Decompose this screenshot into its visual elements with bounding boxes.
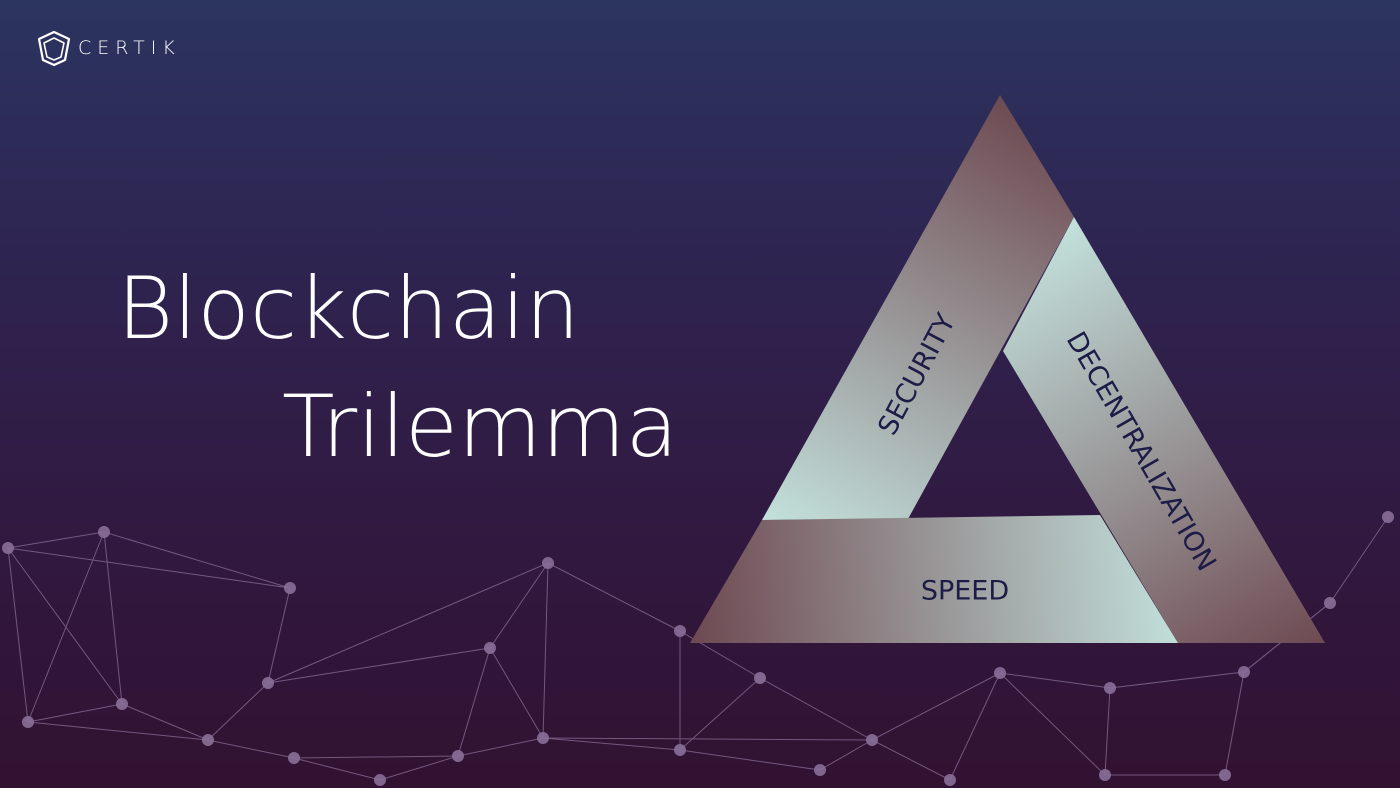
network-node <box>944 774 956 786</box>
network-node <box>542 557 554 569</box>
network-node <box>1324 597 1336 609</box>
network-node <box>866 734 878 746</box>
network-line <box>121 703 209 741</box>
network-line <box>27 703 123 723</box>
network-line <box>489 647 544 739</box>
network-node <box>814 764 826 776</box>
network-line <box>293 755 459 759</box>
network-node <box>1099 769 1111 781</box>
network-line <box>542 737 873 741</box>
network-line <box>103 531 123 705</box>
network-node <box>116 698 128 710</box>
network-line <box>7 547 123 705</box>
network-line <box>949 672 1001 781</box>
network-node <box>1238 666 1250 678</box>
speed-band <box>690 515 1178 643</box>
network-line <box>679 749 821 771</box>
page-title: Blockchain Trilemma <box>117 250 678 486</box>
network-line <box>103 531 291 589</box>
network-node <box>22 716 34 728</box>
network-node <box>1382 511 1394 523</box>
network-line <box>7 547 29 723</box>
network-node <box>754 672 766 684</box>
network-line <box>871 739 951 781</box>
network-line <box>27 531 105 723</box>
network-node <box>374 774 386 786</box>
network-node <box>288 752 300 764</box>
network-line <box>207 682 269 741</box>
network-node <box>1219 769 1231 781</box>
decentralization-band <box>1003 217 1325 643</box>
network-node <box>484 642 496 654</box>
network-line <box>542 737 681 751</box>
shield-icon <box>37 30 71 66</box>
network-line <box>267 562 549 684</box>
network-node <box>202 734 214 746</box>
network-line <box>999 672 1106 776</box>
title-line-1: Blockchain <box>117 259 580 359</box>
speed-label: SPEED <box>921 576 1009 607</box>
network-line <box>1104 687 1111 776</box>
certik-logo: CERTIK <box>36 30 181 66</box>
network-line <box>547 562 681 632</box>
network-node <box>994 667 1006 679</box>
network-line <box>871 672 1001 741</box>
network-line <box>457 647 491 757</box>
network-line <box>759 677 873 741</box>
network-line <box>267 587 291 684</box>
network-line <box>1109 671 1245 689</box>
network-line <box>679 677 761 751</box>
network-line <box>489 562 549 649</box>
network-node <box>98 526 110 538</box>
network-node <box>674 625 686 637</box>
brand-name: CERTIK <box>78 37 181 59</box>
network-node <box>2 542 14 554</box>
network-line <box>819 739 873 771</box>
network-line <box>999 672 1111 689</box>
title-line-2: Trilemma <box>282 377 679 477</box>
network-line <box>27 721 209 741</box>
network-node <box>674 744 686 756</box>
network-line <box>267 647 491 684</box>
network-node <box>452 750 464 762</box>
network-node <box>1104 682 1116 694</box>
network-line <box>457 737 544 757</box>
network-line <box>1224 671 1245 776</box>
network-line <box>379 755 459 781</box>
network-node <box>537 732 549 744</box>
network-line <box>293 757 381 781</box>
network-line <box>7 547 291 589</box>
network-line <box>7 531 105 549</box>
network-line <box>542 562 549 739</box>
security-band <box>762 95 1074 520</box>
network-node <box>284 582 296 594</box>
network-line <box>1329 516 1389 604</box>
network-line <box>207 739 295 759</box>
network-node <box>262 677 274 689</box>
